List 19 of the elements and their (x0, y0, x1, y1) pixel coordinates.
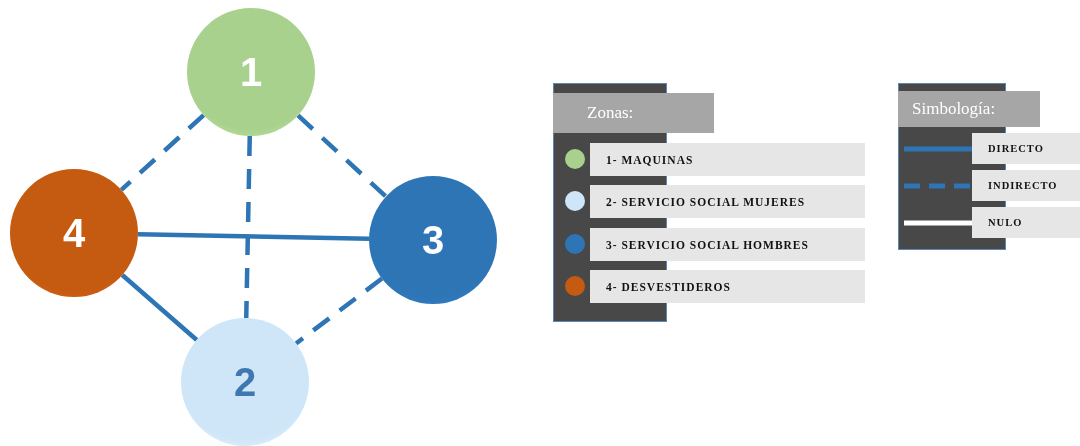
connector-line (120, 273, 199, 342)
zone-number: 3 (421, 217, 445, 263)
connector-line (137, 232, 370, 241)
zone-number: 2 (233, 359, 257, 405)
legend-label: 1- MAQUINAS (590, 143, 865, 176)
connector-line (244, 135, 252, 319)
legend-label: NULO (972, 207, 1080, 238)
legend-label: DIRECTO (972, 133, 1080, 164)
legend-label: 4- DESVESTIDEROS (590, 270, 865, 303)
zone-number: 4 (62, 210, 86, 256)
legend-label: 2- SERVICIO SOCIAL MUJERES (590, 185, 865, 218)
legend-heading: Zonas: (553, 93, 714, 133)
legend-label: INDIRECTO (972, 170, 1080, 201)
legend-heading: Simbología: (898, 91, 1040, 127)
zone-number: 1 (239, 49, 263, 95)
connector-line (296, 113, 388, 199)
legend-label: 3- SERVICIO SOCIAL HOMBRES (590, 228, 865, 261)
connector-line (119, 113, 206, 192)
connector-line (294, 276, 384, 346)
